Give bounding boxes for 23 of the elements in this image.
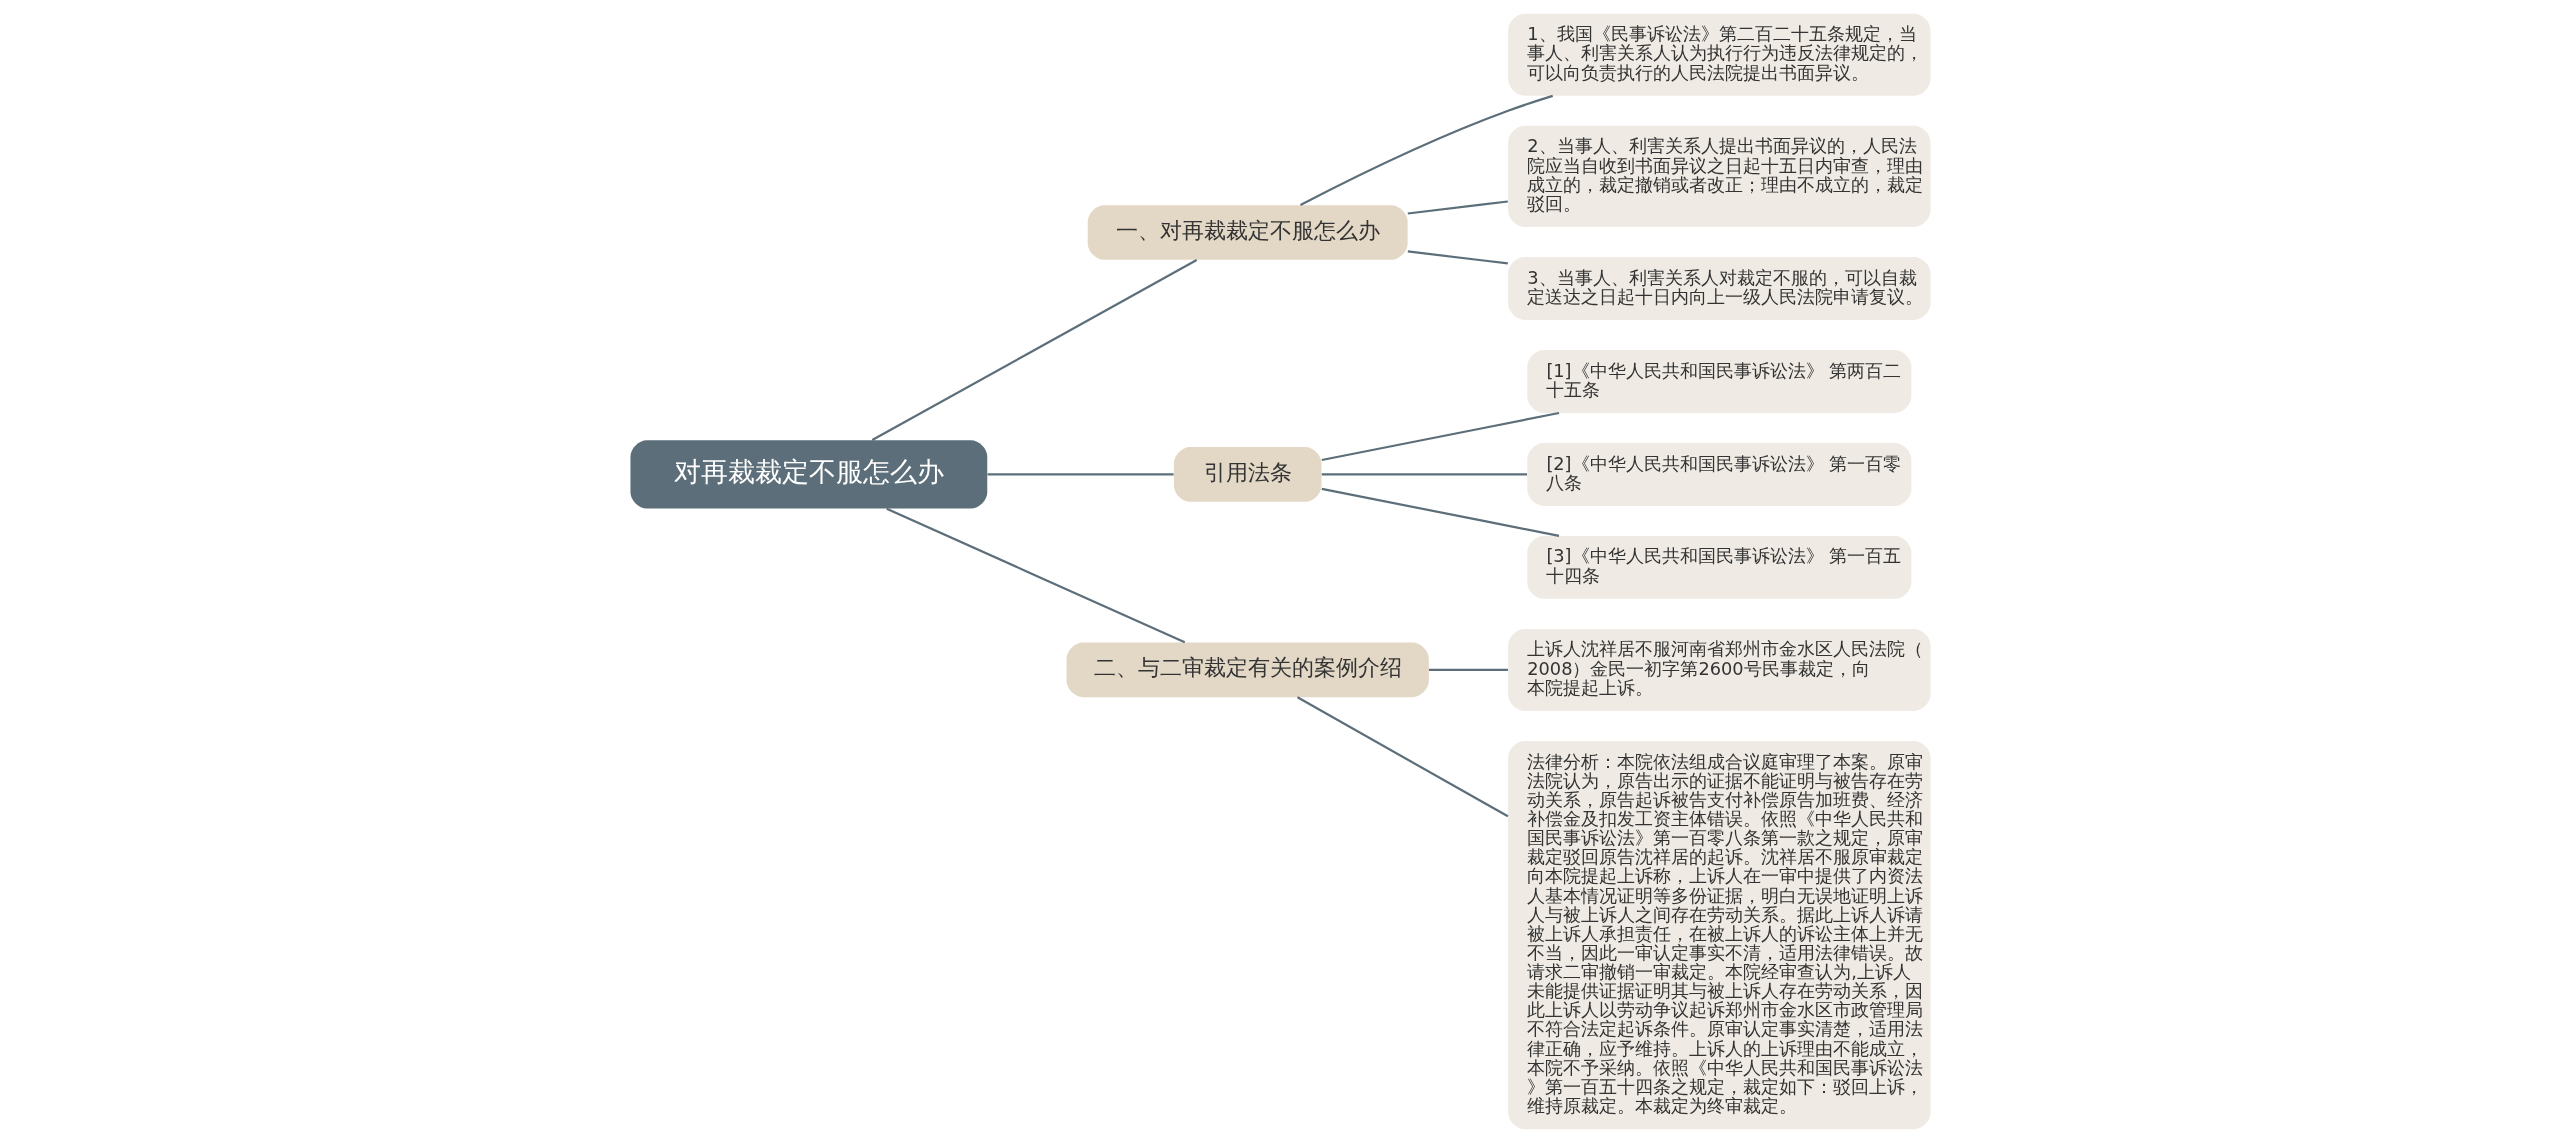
connector xyxy=(1321,487,1559,537)
node-box: 引用法条 xyxy=(1173,447,1321,502)
node-box: 对再裁裁定不服怎么办 xyxy=(629,440,987,509)
connector xyxy=(1428,668,1508,672)
connector xyxy=(1296,696,1508,818)
node-box: [3]《中华人民共和国民事诉讼法》 第一百五十四条 xyxy=(1526,535,1911,599)
node-box: 法律分析：本院依法组成合议庭审理了本案。原审法院认为，原告出示的证据不能证明与被告存在劳动关系，原告起诉被告支付补偿原告加班费、经济补偿金及扣发工资主体错误。依照《中华人民共和国民事诉讼法》第一百零八条第一款之规定，原审裁定驳回原告沈祥居的起诉。沈祥居不服原审裁定向本院提起上诉称，上诉人在一审中提供了内资法人基本情况证明等多份证据，明白无误地证明上诉人与被上诉人之间存在劳动关系。据此上诉人诉请被上诉人承担责任，在被上诉人的诉讼主体上并无不当，因此一审认定事实不清，适用法律错误。故请求二审撤销一审裁定。本院经审查认为,上诉人未能提供证据证明其与被上诉人存在劳动关系，因此上诉人以劳动争议起诉郑州市金水区市政管理局不符合法定起诉条件。原审认定事实清楚，适用法律正确，应予维持。上诉人的上诉理由不能成立，本院不予采纳。依照《中华人民共和国民事诉讼法》第一百五十四条之规定，裁定如下：驳回上诉，维持原裁定。本裁定为终审裁定。 xyxy=(1507,741,1931,1130)
node-box: [2]《中华人民共和国民事诉讼法》 第一百零八条 xyxy=(1526,443,1911,506)
connector xyxy=(1407,200,1508,215)
node-box: [1]《中华人民共和国民事诉讼法》 第两百二十五条 xyxy=(1526,350,1911,413)
connector xyxy=(987,473,1174,476)
connector xyxy=(1299,94,1553,206)
connector xyxy=(1321,411,1559,462)
node-box: 二、与二审裁定有关的案例介绍 xyxy=(1066,642,1429,698)
node-box: 上诉人沈祥居不服河南省郑州市金水区人民法院（2008）金民一初字第2600号民事裁定，向本院提起上诉。 xyxy=(1507,628,1931,711)
connector xyxy=(1407,250,1508,265)
node-box: 2、当事人、利害关系人提出书面异议的，人民法院应当自收到书面异议之日起十五日内审查，理由成立的，裁定撤销或者改正；理由不成立的，裁定驳回。 xyxy=(1507,125,1931,227)
connector xyxy=(885,507,1185,644)
connector xyxy=(871,259,1197,441)
connector xyxy=(1321,473,1527,476)
node-box: 3、当事人、利害关系人对裁定不服的，可以自裁定送达之日起十日内向上一级人民法院申请复议。 xyxy=(1507,257,1931,320)
node-box: 1、我国《民事诉讼法》第二百二十五条规定，当事人、利害关系人认为执行行为违反法律规定的，可以向负责执行的人民法院提出书面异议。 xyxy=(1507,13,1931,96)
node-box: 一、对再裁裁定不服怎么办 xyxy=(1087,205,1408,260)
